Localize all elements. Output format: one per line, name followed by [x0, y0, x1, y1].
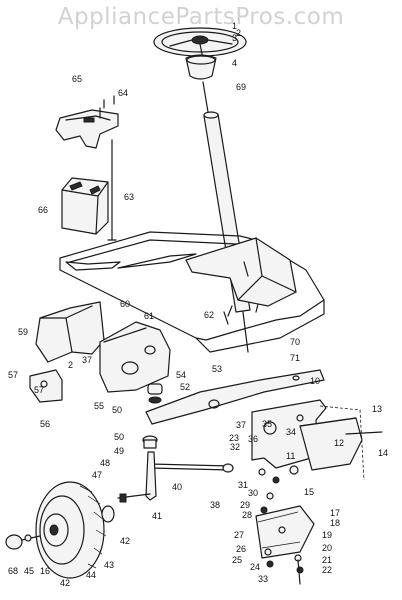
callout: 10	[310, 376, 321, 386]
callout: 37	[82, 355, 93, 365]
callout: 52	[180, 382, 191, 392]
callout: 29	[240, 500, 251, 510]
callout: 63	[124, 192, 135, 202]
callout: 68	[8, 566, 19, 576]
callout: 50	[114, 432, 125, 442]
callout: 60	[120, 299, 131, 309]
callout: 21	[322, 555, 333, 565]
callout: 66	[38, 205, 49, 215]
callout: 4	[232, 58, 238, 68]
callout: 12	[334, 438, 345, 448]
callout: 25	[232, 555, 243, 565]
callout: 16	[40, 566, 51, 576]
callout: 49	[114, 446, 125, 456]
callout: 71	[290, 353, 301, 363]
spindle-bushing	[142, 383, 163, 449]
callout: 53	[212, 364, 223, 374]
callout: 61	[144, 311, 155, 321]
steering-knuckle	[117, 451, 157, 503]
battery	[61, 177, 109, 235]
callout: 57	[8, 370, 19, 380]
callout: 44	[86, 570, 97, 580]
callout: 20	[322, 543, 333, 553]
callout: 26	[236, 544, 247, 554]
steering-shield	[299, 417, 363, 471]
callout: 11	[286, 451, 296, 461]
chassis-hood	[59, 231, 325, 353]
front-wheel	[35, 481, 107, 579]
callout: 28	[242, 510, 253, 520]
callout: 2	[236, 28, 242, 38]
callout: 42	[120, 536, 131, 546]
callout: 42	[60, 578, 71, 588]
callout: 70	[290, 337, 301, 347]
callout: 33	[258, 574, 269, 584]
callout: 27	[234, 530, 245, 540]
callout: 65	[72, 74, 83, 84]
tie-rod	[149, 463, 234, 473]
control-plate	[99, 321, 171, 393]
callout: 55	[94, 401, 105, 411]
callout: 37	[236, 420, 247, 430]
callout: 38	[210, 500, 221, 510]
callout: 22	[322, 565, 333, 575]
callout: 32	[230, 442, 241, 452]
steering-wheel	[153, 27, 247, 80]
callout: 30	[248, 488, 259, 498]
callout: 18	[330, 518, 341, 528]
callout: 50	[112, 405, 123, 415]
callout: 64	[118, 88, 129, 98]
pivot-bracket	[29, 369, 63, 403]
callout: 40	[172, 482, 183, 492]
callout: 13	[372, 404, 383, 414]
callout: 57	[34, 385, 45, 395]
battery-shield	[35, 301, 105, 363]
hardware-stack	[113, 95, 383, 585]
callout: 19	[322, 530, 333, 540]
callout: 31	[238, 480, 249, 490]
spindle-washer	[101, 505, 115, 523]
callout: 48	[100, 458, 111, 468]
callout: 23	[229, 433, 240, 443]
callout: 17	[330, 508, 341, 518]
callout: 2	[68, 360, 74, 370]
callout: 59	[18, 327, 29, 337]
callout: 14	[378, 448, 389, 458]
callout: 35	[262, 419, 273, 429]
callout: 3	[232, 33, 238, 43]
callout: 15	[304, 487, 315, 497]
callout: 69	[236, 82, 247, 92]
callout: 45	[24, 566, 35, 576]
callout: 36	[248, 434, 259, 444]
battery-rod	[107, 139, 117, 241]
callout: 62	[204, 310, 215, 320]
callout: 47	[92, 470, 103, 480]
front-axle	[145, 369, 325, 425]
battery-holddown	[55, 99, 119, 149]
wheel-cap	[5, 534, 41, 550]
sector-gear	[255, 505, 315, 559]
callout: 34	[286, 427, 297, 437]
callout: 24	[250, 562, 261, 572]
callout: 56	[40, 419, 51, 429]
callout: 41	[152, 511, 163, 521]
callout: 1	[232, 21, 238, 31]
callout: 43	[104, 560, 115, 570]
callout: 54	[176, 370, 187, 380]
